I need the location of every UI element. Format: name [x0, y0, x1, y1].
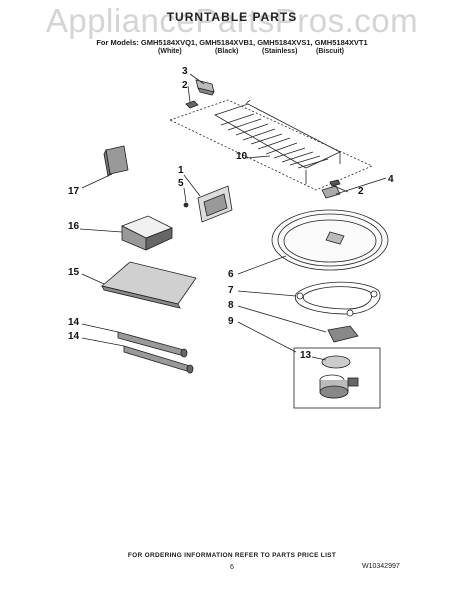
callout-2-right: 2	[358, 186, 364, 197]
callout-13: 13	[300, 350, 312, 361]
part-14-rod-lower	[123, 345, 194, 374]
callout-1: 1	[178, 165, 184, 176]
page-number: 6	[230, 564, 234, 571]
color-stainless: (Stainless)	[262, 48, 298, 55]
callout-7: 7	[228, 285, 234, 296]
part-2-screw-top	[185, 100, 199, 109]
part-5-screw	[183, 202, 189, 208]
page-title: TURNTABLE PARTS	[166, 10, 298, 24]
callout-2-top: 2	[182, 80, 188, 91]
callout-8: 8	[228, 300, 234, 311]
part-10-rack	[168, 99, 373, 191]
part-14-rod-upper	[117, 331, 188, 358]
color-biscuit: (Biscuit)	[316, 48, 344, 55]
callout-17: 17	[68, 186, 80, 197]
document-number: W10342997	[362, 563, 400, 570]
callout-9: 9	[228, 316, 234, 327]
color-white: (White)	[158, 48, 182, 55]
part-6-glass-tray	[271, 209, 389, 271]
part-13-motor	[319, 355, 359, 399]
part-7-support-ring	[294, 281, 381, 317]
part-16-box	[121, 215, 173, 251]
part-1-filter	[197, 185, 233, 223]
part-3-clip	[195, 79, 215, 96]
ordering-note: FOR ORDERING INFORMATION REFER TO PARTS …	[127, 552, 337, 559]
part-9-motor-box	[293, 347, 381, 409]
part-2-screw-bottom	[329, 179, 341, 187]
watermark-text: AppliancePartsPros.com	[45, 2, 419, 39]
part-15-pad	[101, 261, 197, 309]
color-black: (Black)	[215, 48, 239, 55]
callout-6: 6	[228, 269, 234, 280]
callout-14-upper: 14	[68, 317, 80, 328]
part-17-panel	[103, 145, 129, 177]
callout-3: 3	[182, 66, 188, 77]
callout-10: 10	[236, 151, 248, 162]
callout-16: 16	[68, 221, 80, 232]
part-8-coupler	[327, 325, 359, 343]
models-line: For Models: GMH5184XVQ1, GMH5184XVB1, GM…	[96, 38, 368, 47]
part-4-clip	[321, 185, 341, 199]
callout-14-lower: 14	[68, 331, 80, 342]
callout-5: 5	[178, 178, 184, 189]
callout-15: 15	[68, 267, 80, 278]
callout-4: 4	[388, 174, 394, 185]
